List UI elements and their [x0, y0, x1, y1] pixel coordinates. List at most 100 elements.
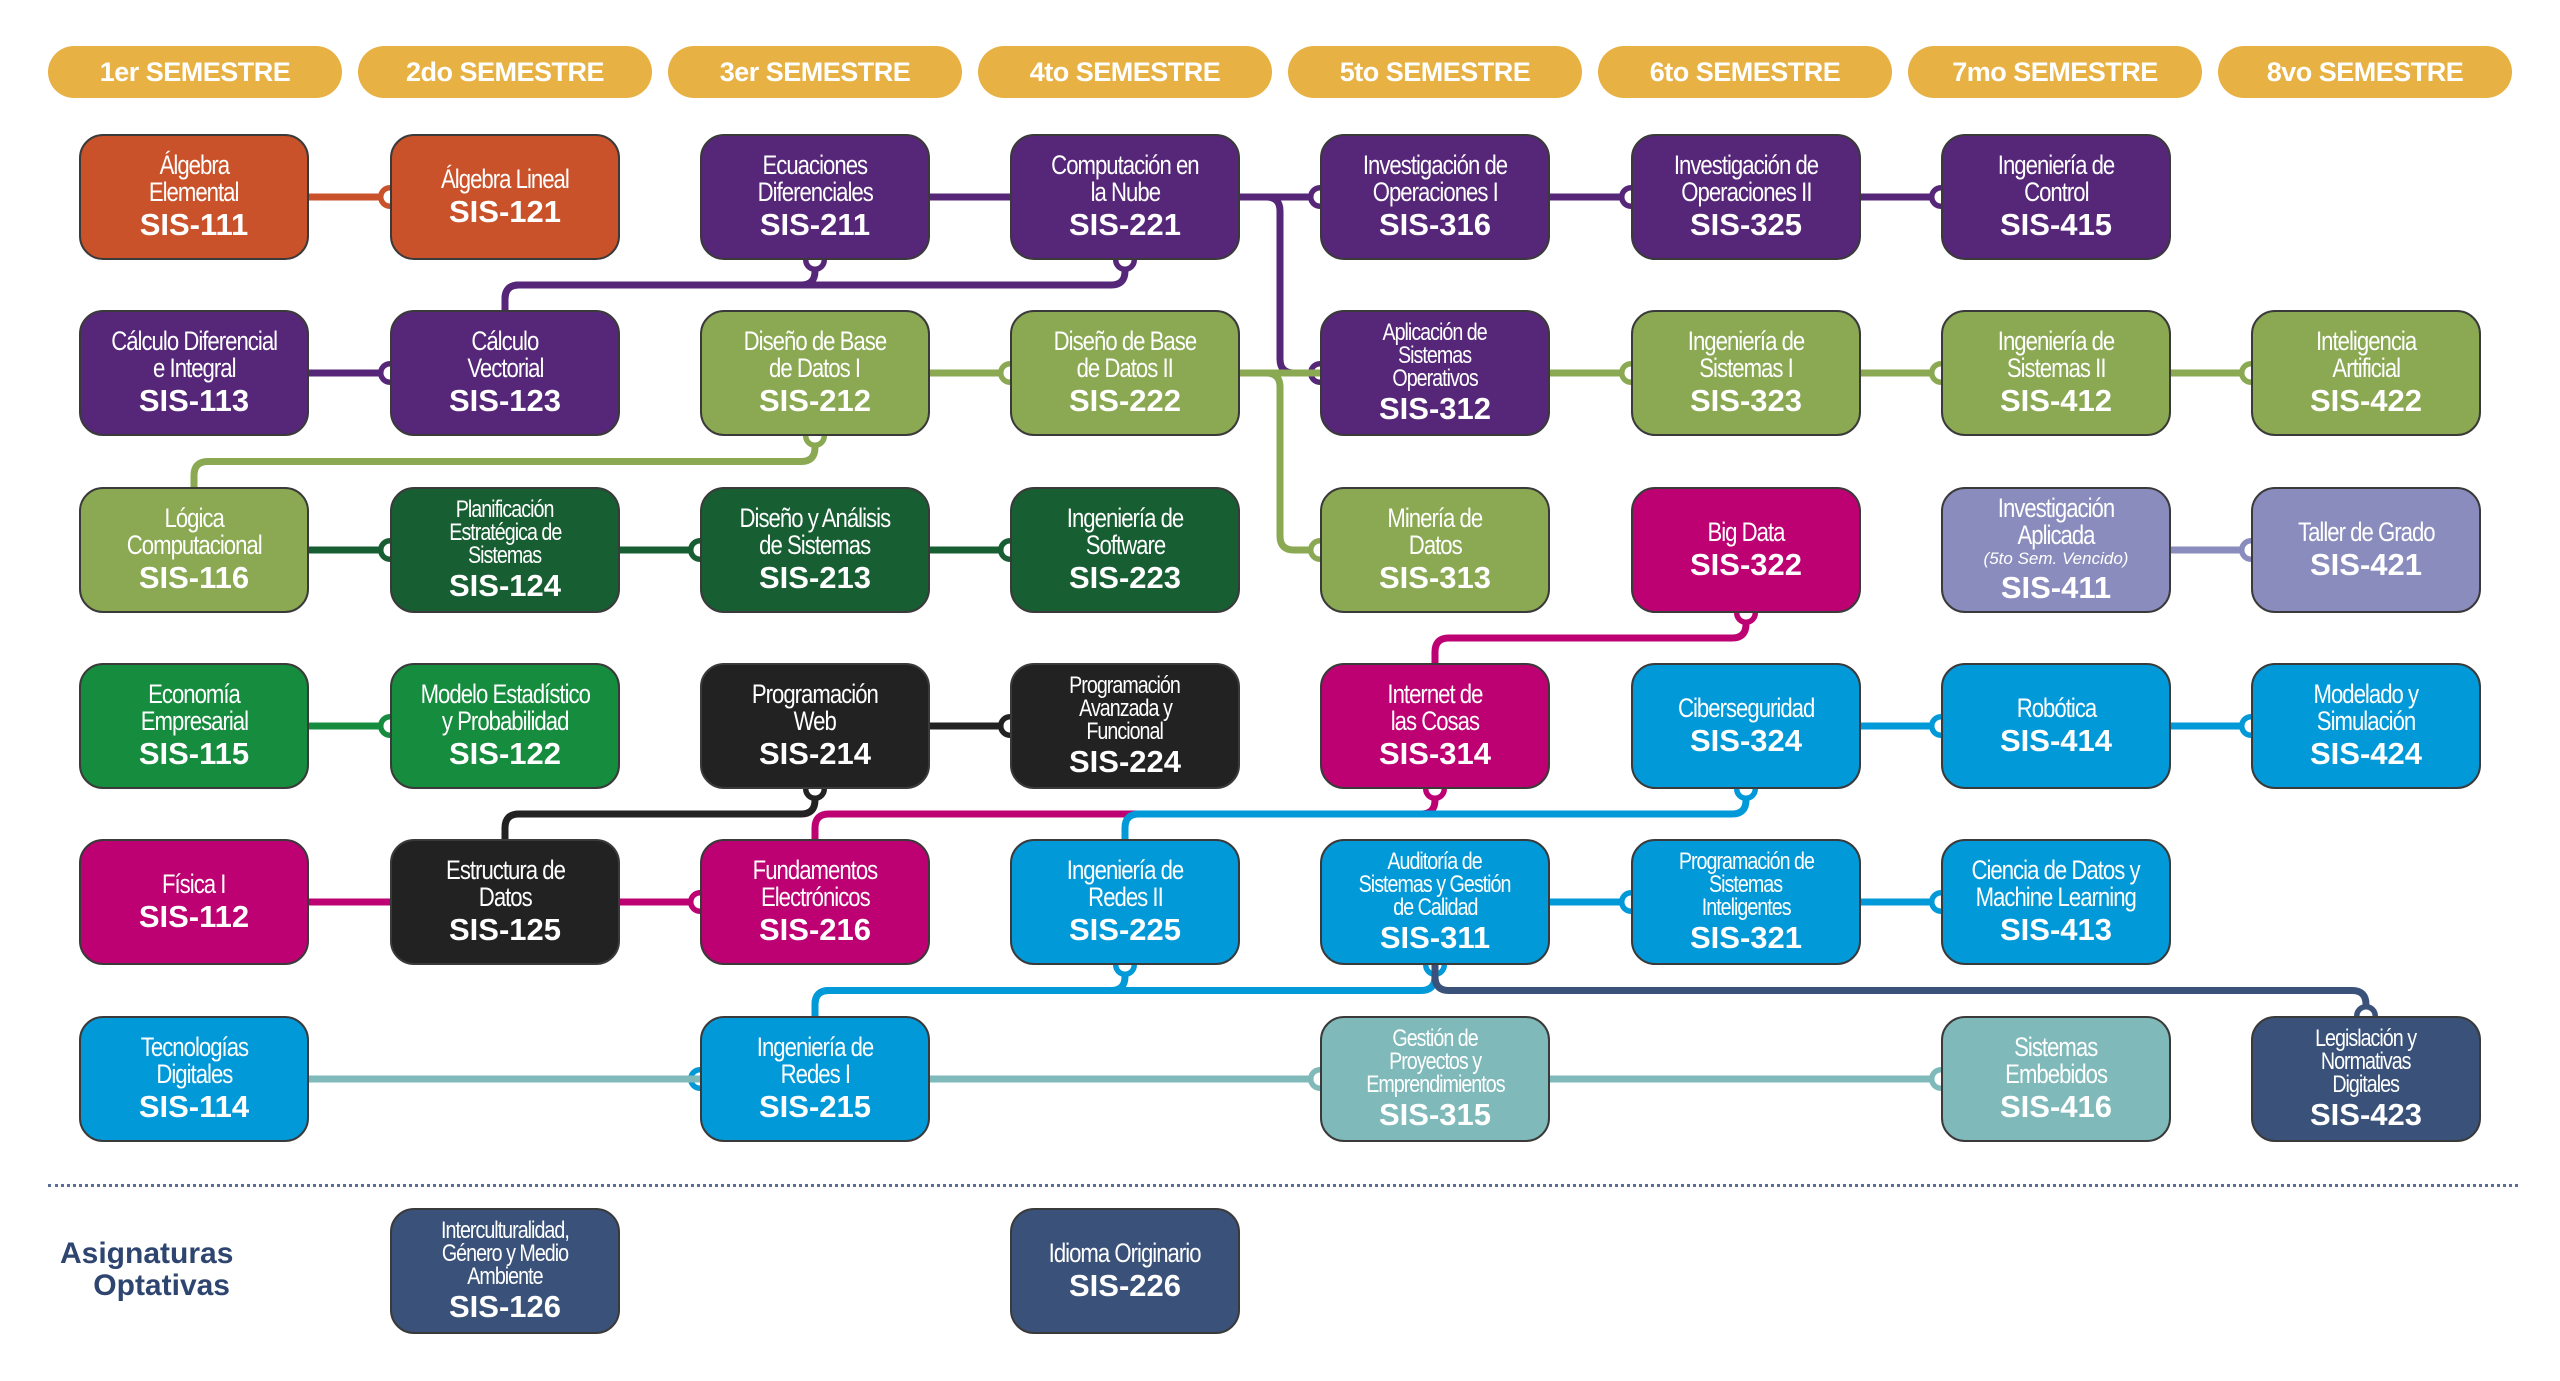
course-name: Legislación y	[2315, 1024, 2418, 1052]
course-code: SIS-321	[1689, 919, 1802, 955]
course-name: de Datos I	[769, 353, 861, 383]
course-name: Aplicada	[2017, 520, 2095, 550]
link-sis-125-sis-214	[501, 785, 819, 843]
course-name: Redes I	[780, 1059, 850, 1089]
course-code: SIS-114	[138, 1089, 250, 1124]
semester-header: 7mo SEMESTRE	[1908, 46, 2202, 98]
course-name: Machine Learning	[1975, 882, 2137, 912]
semester-header: 2do SEMESTRE	[358, 46, 652, 98]
course-name: Computación en	[1051, 150, 1199, 180]
course-name: Álgebra	[159, 150, 229, 180]
course-note: (5to Sem. Vencido)	[1983, 549, 2129, 568]
course-code: SIS-123	[448, 383, 561, 418]
course-name: Minería de	[1387, 503, 1484, 533]
optativas-label: Asignaturas Optativas	[60, 1238, 233, 1302]
course-code: SIS-314	[1378, 736, 1491, 771]
link-sis-123-sis-221	[501, 256, 1129, 314]
course-name: Datos	[478, 882, 533, 912]
semester-header: 4to SEMESTRE	[978, 46, 1272, 98]
course-code: SIS-311	[1379, 919, 1491, 955]
course-name: Tecnologías	[140, 1032, 248, 1062]
course-name: Digitales	[2332, 1070, 2401, 1098]
course-code: SIS-224	[1068, 743, 1181, 779]
course-name: Ingeniería de	[1997, 150, 2115, 180]
course-name: Normativas	[2321, 1047, 2412, 1075]
optativas-separator	[48, 1184, 2518, 1187]
course-name: Internet de	[1387, 679, 1483, 709]
course-name: Cálculo	[471, 326, 540, 356]
course-name: Interculturalidad,	[441, 1216, 570, 1244]
course-name: Ingeniería de	[1066, 503, 1184, 533]
course-code: SIS-415	[1999, 207, 2112, 242]
course-name: Operativos	[1392, 364, 1478, 392]
course-name: Computacional	[126, 530, 263, 560]
course-code: SIS-413	[1999, 912, 2112, 947]
course-code: SIS-422	[2309, 383, 2422, 418]
course-name: Economía	[148, 679, 241, 709]
course-name: Sistemas	[2014, 1032, 2098, 1062]
course-code: SIS-325	[1689, 207, 1802, 242]
course-code: SIS-423	[2309, 1096, 2422, 1132]
course-name: las Cosas	[1390, 706, 1480, 736]
course-code: SIS-324	[1689, 722, 1802, 758]
course-code: SIS-122	[448, 736, 561, 771]
course-code: SIS-412	[1999, 383, 2112, 418]
course-name: Planificación	[456, 495, 555, 523]
course-name: Operaciones I	[1372, 177, 1498, 207]
course-name: Investigación	[1997, 493, 2115, 523]
course-name: Taller de Grado	[2297, 516, 2436, 547]
course-name: Emprendimientos	[1365, 1070, 1505, 1098]
semester-header: 6to SEMESTRE	[1598, 46, 1892, 98]
course-name: Estructura de	[445, 855, 566, 885]
course-name: Embebidos	[2005, 1059, 2108, 1089]
course-name: Ingeniería de	[756, 1032, 874, 1062]
course-name: Lógica	[164, 503, 224, 533]
course-code: SIS-221	[1068, 207, 1181, 242]
